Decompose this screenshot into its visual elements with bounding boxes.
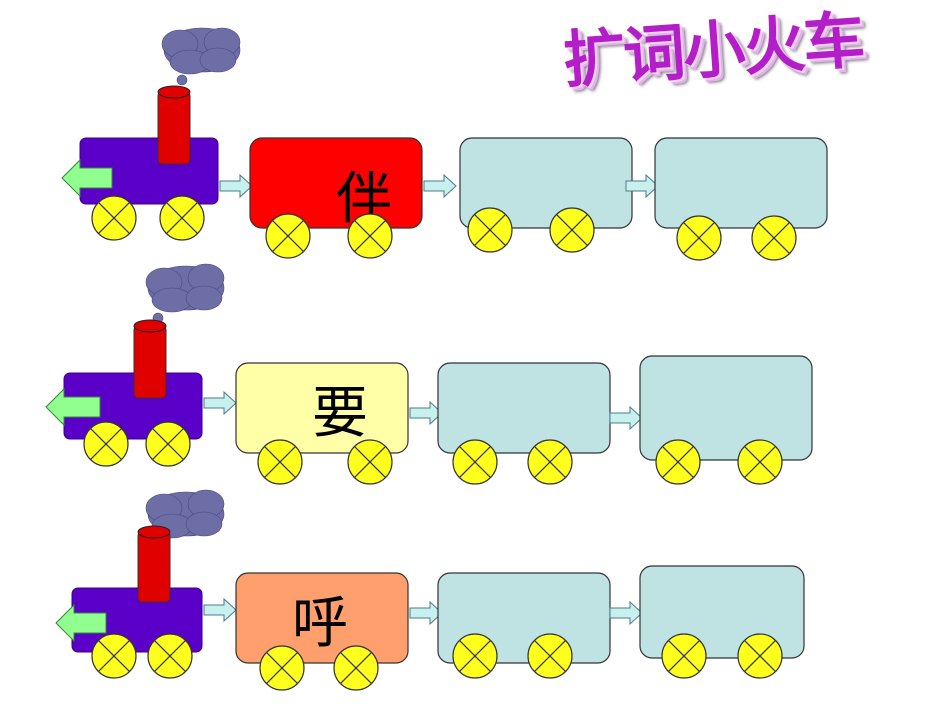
wheel-icon: [91, 195, 137, 241]
coupler-arrow-icon: [423, 173, 457, 199]
first-car-char: 呼: [292, 591, 348, 656]
train-1: 伴: [61, 27, 828, 261]
wheel-icon: [549, 207, 595, 253]
wheel-icon: [145, 421, 191, 467]
wheel-icon: [257, 439, 303, 485]
wheel-icon: [527, 439, 573, 485]
wheel-icon: [452, 633, 498, 679]
smoke-cloud: [145, 489, 225, 556]
wheel-icon: [661, 633, 707, 679]
wheel-icon: [751, 215, 797, 261]
locomotive: [55, 525, 203, 679]
train-car-first: 呼: [235, 572, 409, 691]
wheel-icon: [259, 645, 305, 691]
smoke-cloud: [161, 27, 241, 95]
train-3: 呼: [55, 489, 805, 691]
train-car-first: 要: [235, 362, 409, 485]
front-arrow-icon: [61, 158, 113, 198]
wheel-icon: [333, 645, 379, 691]
coupler-arrow-icon: [203, 597, 237, 623]
train-car-empty: [639, 565, 805, 679]
train-2: 要: [45, 263, 813, 485]
train-car-first: 伴: [249, 137, 423, 259]
wheel-icon: [347, 439, 393, 485]
train-car-empty: [437, 362, 611, 485]
coupler-arrow-icon: [625, 173, 659, 199]
front-arrow-icon: [45, 387, 101, 427]
coupler-arrow-icon: [409, 600, 443, 626]
wheel-icon: [265, 213, 311, 259]
wheel-icon: [467, 207, 513, 253]
wheel-icon: [159, 195, 205, 241]
coupler-arrow-icon: [203, 390, 237, 416]
wheel-icon: [452, 439, 498, 485]
wheel-icon: [527, 633, 573, 679]
locomotive: [45, 319, 203, 467]
wheel-icon: [83, 421, 129, 467]
smoke-cloud: [145, 263, 225, 337]
wheel-icon: [737, 633, 783, 679]
train-car-empty: [437, 572, 611, 679]
wheel-icon: [676, 215, 722, 261]
front-arrow-icon: [55, 603, 107, 643]
coupler-arrow-icon: [609, 600, 643, 626]
wheel-icon: [91, 633, 137, 679]
wheel-icon: [737, 439, 783, 485]
wheel-icon: [347, 213, 393, 259]
first-car-char: 要: [312, 381, 368, 446]
coupler-arrow-icon: [609, 405, 643, 431]
train-car-empty: [639, 355, 813, 485]
train-car-empty: [654, 137, 828, 261]
train-car-empty: [459, 137, 633, 253]
coupler-arrow-icon: [219, 173, 253, 199]
locomotive: [61, 85, 219, 241]
coupler-arrow-icon: [409, 400, 443, 426]
wheel-icon: [655, 439, 701, 485]
wheel-icon: [147, 633, 193, 679]
